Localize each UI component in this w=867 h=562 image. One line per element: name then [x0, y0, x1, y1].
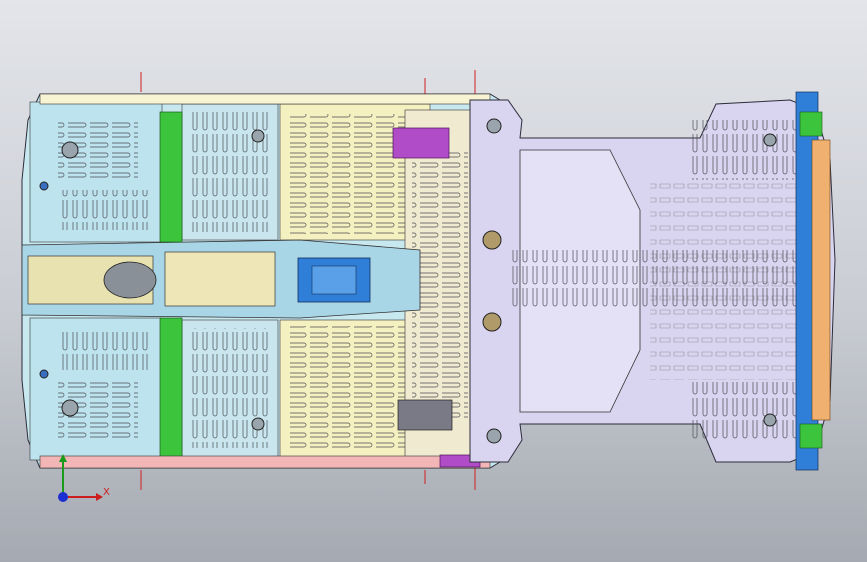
reference-markers — [140, 70, 476, 490]
rear-mount-hole-2 — [486, 428, 502, 444]
floor-hole-6 — [39, 369, 49, 379]
triad-y-arrow — [59, 454, 67, 462]
tunnel-oval-opening — [103, 261, 157, 299]
rear-green-bracket-lower — [799, 423, 823, 449]
triad-x-label: X — [103, 487, 110, 498]
crossmember-green-lower — [159, 317, 183, 459]
floor-hole-1 — [61, 141, 79, 159]
rear-floor-slots — [650, 180, 820, 380]
sill-upper — [39, 93, 491, 105]
floor-hole-3 — [251, 129, 265, 143]
rear-mount-hole-3 — [482, 230, 502, 250]
bracket-purple-upper — [392, 127, 450, 159]
rear-green-bracket-upper — [799, 111, 823, 137]
rear-mount-hole-5 — [763, 133, 777, 147]
rear-floor-assembly — [469, 91, 836, 471]
floor-hole-2 — [61, 399, 79, 417]
front-floor-ribs-upper — [60, 190, 150, 230]
crossmember-green-upper — [159, 111, 183, 243]
triad-x-arrow — [96, 493, 103, 501]
triad-z-origin — [58, 492, 68, 502]
coordinate-triad — [58, 454, 103, 502]
front-floor-ribs-lower — [60, 330, 150, 370]
floor-hole-5 — [39, 181, 49, 191]
rear-floor-ribs-lower — [690, 382, 800, 442]
front-floor-assembly — [21, 93, 501, 469]
rear-mount-hole-1 — [486, 118, 502, 134]
bracket-dark-lower — [397, 399, 453, 431]
seat-floor-ribs-lower — [290, 326, 420, 450]
rear-end-panel-orange — [811, 139, 831, 421]
rear-mount-hole-6 — [763, 413, 777, 427]
tunnel-blue-inner — [311, 265, 357, 295]
rear-mount-hole-4 — [482, 312, 502, 332]
rear-floor-ribs-upper — [690, 120, 800, 180]
tunnel-bracket-mid — [164, 251, 276, 307]
sill-lower — [39, 455, 491, 469]
floor-hole-4 — [251, 417, 265, 431]
heel-kick-ribs — [412, 150, 468, 420]
